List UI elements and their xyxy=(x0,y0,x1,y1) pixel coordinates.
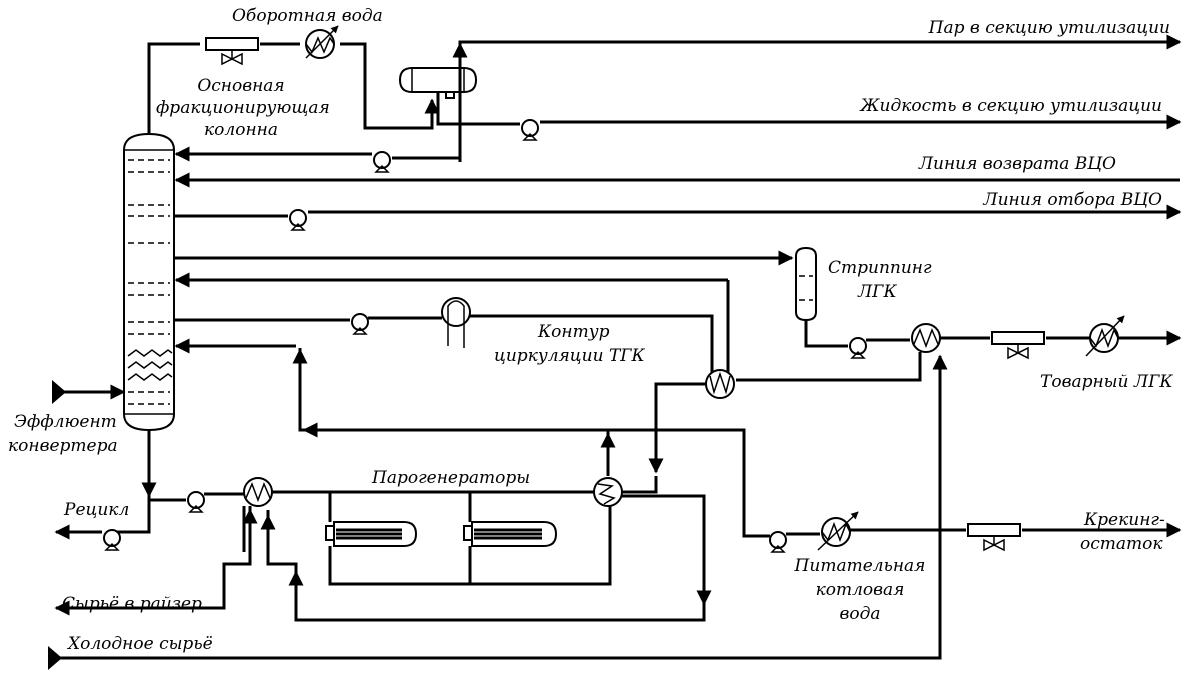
stripper-bottoms-line xyxy=(804,320,848,348)
hgo-loop-label-2: циркуляции ТГК xyxy=(494,346,645,366)
steam-generator-2 xyxy=(463,521,558,547)
liquid-out-label: Жидкость в секцию утилизации xyxy=(860,96,1162,116)
recycle-pump xyxy=(103,529,121,551)
steam-out-line xyxy=(458,34,1182,162)
lco-exchanger-loop xyxy=(736,352,922,382)
residue-cooler xyxy=(817,511,859,551)
lco-heat-exchanger xyxy=(911,323,941,353)
recycle-line xyxy=(112,500,151,534)
lco-stripping-label-1: Стриппинг xyxy=(828,258,932,278)
riser-feed-line xyxy=(54,506,252,616)
main-column-label-1: Основная xyxy=(197,76,285,96)
liquid-out-line xyxy=(436,92,520,126)
overhead-line xyxy=(147,42,440,134)
liquid-pump xyxy=(521,119,539,141)
cold-feed-line xyxy=(56,354,948,660)
main-fractionation-column xyxy=(123,132,175,432)
effluent-inlet xyxy=(52,380,66,404)
lco-trim-cooler xyxy=(1085,315,1125,357)
boiler-water-label-3: вода xyxy=(839,604,881,624)
cracking-residue-label-1: Крекинг- xyxy=(1084,510,1165,530)
riser-feed-label: Сырьё в райзер xyxy=(62,594,202,614)
boiler-water-label-1: Питательная xyxy=(794,556,926,576)
overhead-fan-cooler xyxy=(205,37,259,66)
recycled-water-label: Оборотная вода xyxy=(232,6,383,26)
bottoms-pump xyxy=(187,491,205,513)
hco-draw-label: Линия отбора ВЦО xyxy=(983,190,1162,210)
reflux-pump xyxy=(373,151,391,173)
steam-generators-label: Парогенераторы xyxy=(372,468,531,488)
cracking-residue-label-2: остаток xyxy=(1080,534,1163,554)
steam-generator-1 xyxy=(325,521,418,547)
steam-out-label: Пар в секцию утилизации xyxy=(928,18,1170,38)
hgo-loop-label-1: Контур xyxy=(538,322,610,342)
hgo-pump xyxy=(351,313,369,335)
overhead-water-cooler xyxy=(305,25,339,59)
slurry-steam-exchanger xyxy=(593,477,623,507)
column-bottoms-line xyxy=(147,430,186,502)
hco-return-label: Линия возврата ВЦО xyxy=(918,154,1116,174)
lco-pump xyxy=(849,337,867,359)
hco-pump xyxy=(289,209,307,231)
residue-fan-cooler xyxy=(967,523,1021,552)
recycle-label: Рецикл xyxy=(64,500,130,520)
hgo-heat-exchanger xyxy=(705,369,735,399)
bfw-pump xyxy=(769,531,787,553)
effluent-label-2: конвертера xyxy=(8,436,118,456)
lco-stripper xyxy=(795,246,817,322)
product-lco-label: Товарный ЛГК xyxy=(1040,372,1173,392)
lco-stripping-label-2: ЛГК xyxy=(858,282,897,302)
main-column-label-2: фракционирующая xyxy=(156,98,330,118)
reflux-drum xyxy=(398,67,478,99)
hgo-cooler xyxy=(441,297,471,348)
effluent-label-1: Эффлюент xyxy=(14,412,117,432)
boiler-water-label-2: котловая xyxy=(815,580,905,600)
main-column-label-3: колонна xyxy=(204,120,278,140)
slurry-recirc-line xyxy=(298,348,770,538)
reflux-line xyxy=(392,128,462,160)
lco-fan-cooler xyxy=(991,331,1045,360)
cold-feed-inlet xyxy=(48,646,62,670)
feed-heat-exchanger xyxy=(243,477,273,507)
cold-feed-label: Холодное сырьё xyxy=(68,634,213,654)
